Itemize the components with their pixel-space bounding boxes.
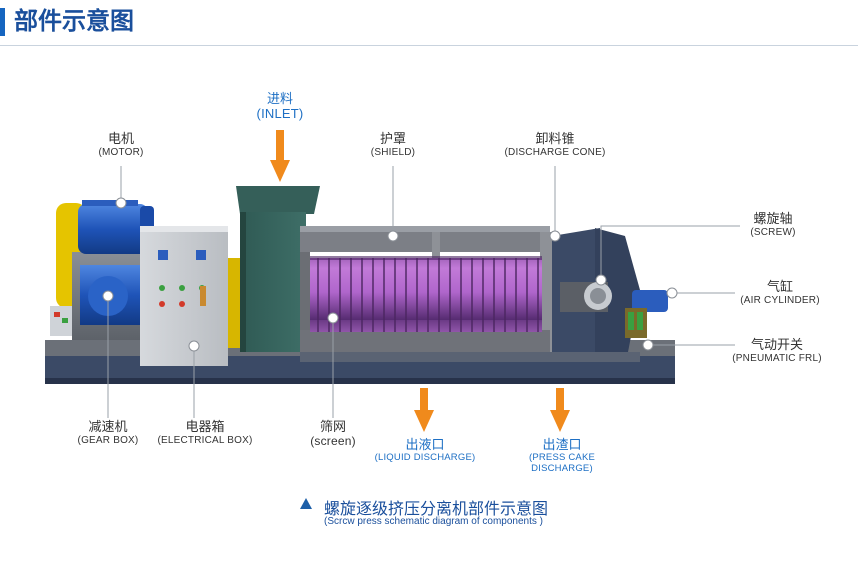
label-screw: 螺旋轴 (SCREW) <box>738 211 808 238</box>
discharge-section <box>552 228 668 352</box>
caption-title: 螺旋逐级挤压分离机部件示意图 <box>324 501 549 518</box>
shield-housing <box>300 226 552 352</box>
label-press-cake-discharge-en: (PRESS CAKE DISCHARGE) <box>528 451 596 474</box>
label-pneumatic-frl-cn: 气动开关 <box>750 337 803 352</box>
section-header: 部件示意图 <box>0 0 858 48</box>
marker-dots <box>102 197 678 352</box>
label-screw-en: (SCREW) <box>750 226 796 238</box>
press-cake-discharge-arrow <box>550 388 570 432</box>
caption-subtitle: (Scrcw press schematic diagram of compon… <box>324 516 543 527</box>
label-electrical-box-cn: 电器箱 <box>185 419 225 434</box>
label-liquid-discharge-cn: 出液口 <box>405 437 445 452</box>
label-screen-en: (screen) <box>310 433 356 448</box>
label-liquid-discharge-en: (LIQUID DISCHARGE) <box>374 451 476 463</box>
label-inlet: 进料 (INLET) <box>240 91 320 122</box>
label-shield: 护罩 (SHIELD) <box>353 131 433 158</box>
inlet-arrow <box>270 130 290 182</box>
label-gear-box: 减速机 (GEAR BOX) <box>63 419 153 446</box>
label-discharge-cone-en: (DISCHARGE CONE) <box>504 146 606 158</box>
electrical-box-body <box>140 226 228 366</box>
label-liquid-discharge: 出液口 (LIQUID DISCHARGE) <box>370 437 480 464</box>
label-motor: 电机 (MOTOR) <box>81 131 161 158</box>
label-discharge-cone: 卸料锥 (DISCHARGE CONE) <box>495 131 615 158</box>
label-screw-cn: 螺旋轴 <box>753 211 793 226</box>
label-press-cake-discharge-cn: 出渣口 <box>542 437 582 452</box>
label-air-cylinder-cn: 气缸 <box>766 279 793 294</box>
caption-triangle-icon <box>300 498 312 509</box>
label-motor-cn: 电机 <box>107 131 134 146</box>
label-electrical-box-en: (ELECTRICAL BOX) <box>157 434 253 446</box>
label-screen-cn: 筛网 <box>319 419 346 434</box>
screen-drum <box>310 258 542 332</box>
screen-drum-top-rail <box>310 256 542 260</box>
label-inlet-en: (INLET) <box>256 105 304 121</box>
label-shield-cn: 护罩 <box>379 131 406 146</box>
label-air-cylinder: 气缸 (AIR CYLINDER) <box>730 279 830 306</box>
liquid-discharge-arrow <box>414 388 434 432</box>
label-pneumatic-frl-en: (PNEUMATIC FRL) <box>732 352 822 364</box>
label-electrical-box: 电器箱 (ELECTRICAL BOX) <box>150 419 260 446</box>
label-pneumatic-frl: 气动开关 (PNEUMATIC FRL) <box>722 337 832 364</box>
label-motor-en: (MOTOR) <box>98 146 144 158</box>
label-gear-box-cn: 减速机 <box>88 419 128 434</box>
label-discharge-cone-cn: 卸料锥 <box>535 131 575 146</box>
label-gear-box-en: (GEAR BOX) <box>77 434 139 446</box>
label-screen: 筛网 (screen) <box>293 419 373 449</box>
page-title: 部件示意图 <box>14 8 134 35</box>
header-divider <box>0 45 858 46</box>
label-press-cake-discharge: 出渣口 (PRESS CAKE DISCHARGE) <box>498 437 626 475</box>
inlet-hopper <box>236 186 320 352</box>
leader-lines <box>107 166 740 418</box>
label-shield-en: (SHIELD) <box>370 146 416 158</box>
label-inlet-cn: 进料 <box>266 91 293 106</box>
header-accent-bar <box>0 8 5 36</box>
label-air-cylinder-en: (AIR CYLINDER) <box>740 294 820 306</box>
